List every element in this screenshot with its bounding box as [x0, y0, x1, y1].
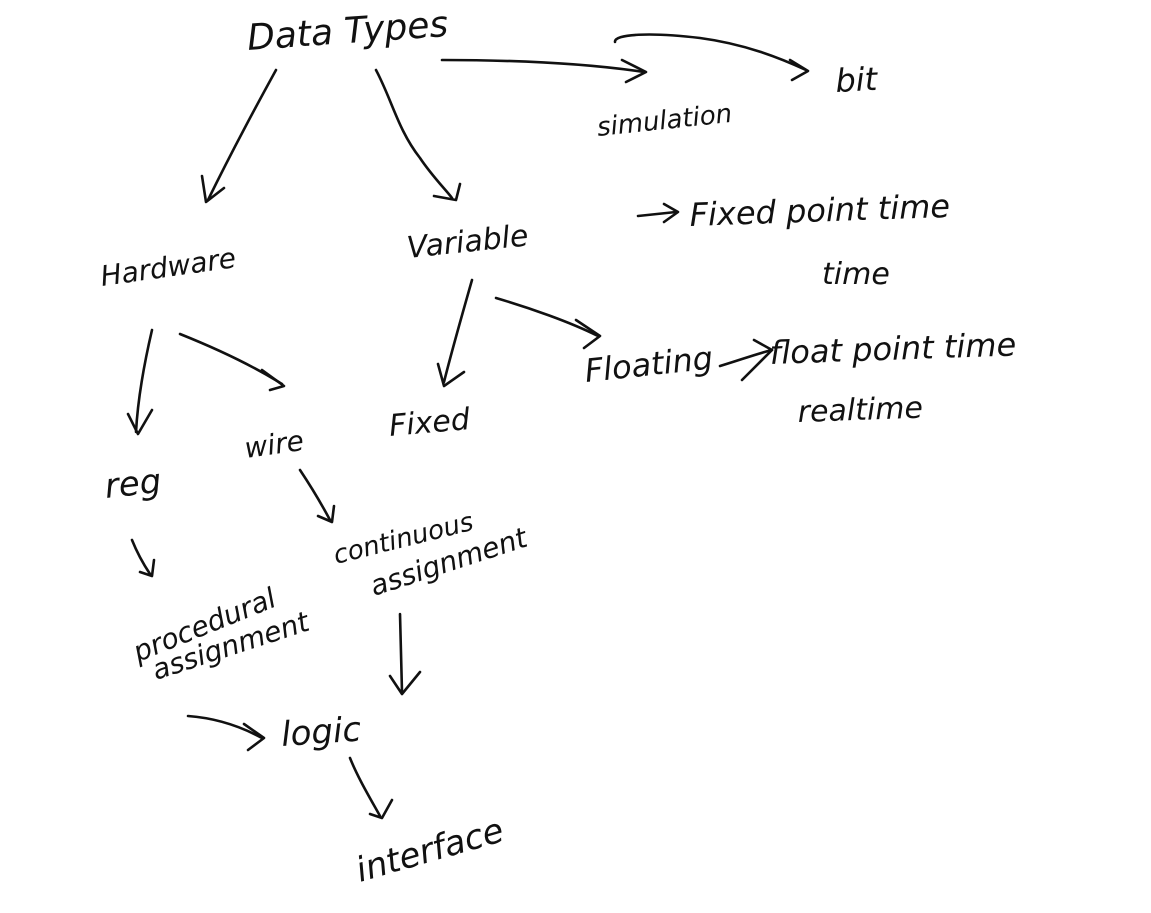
arrowhead-bit — [788, 58, 810, 82]
edge-simulation-bit — [613, 33, 808, 72]
arrowhead-continuous — [316, 504, 336, 524]
arrowhead-interface — [368, 798, 394, 820]
arrowhead-procedural — [138, 558, 156, 578]
arrowhead-fixed — [436, 362, 466, 388]
arrowhead-floating — [574, 318, 602, 350]
node-simulation: simulation — [596, 99, 734, 143]
node-interface: interface — [351, 810, 508, 890]
edge-wire-continuous — [298, 468, 332, 522]
edge-continuous-logic — [398, 612, 404, 694]
arrowhead-floatpointtime — [740, 338, 774, 382]
node-time: time — [822, 257, 890, 292]
node-fixed: Fixed — [388, 402, 473, 444]
node-fixed-point-time: Fixed point time — [689, 187, 951, 234]
edge-datatypes-simulation — [440, 58, 646, 74]
node-variable: Variable — [405, 218, 530, 266]
arrowhead-variable — [432, 182, 462, 202]
node-bit: bit — [834, 60, 879, 100]
arrowhead-wire — [260, 368, 286, 392]
edge-datatypes-variable — [374, 68, 454, 200]
edge-variable-fixed — [442, 278, 474, 384]
node-data-types: Data Types — [246, 4, 450, 59]
edge-floating-floatpointtime — [718, 348, 774, 368]
node-logic: logic — [280, 709, 363, 755]
node-realtime: realtime — [797, 391, 923, 430]
edge-datatypes-hardware — [206, 68, 278, 202]
arrowhead-logic-from-continuous — [388, 670, 422, 696]
node-hardware: Hardware — [98, 241, 238, 293]
node-wire: wire — [242, 424, 305, 465]
edge-variable-floating — [494, 296, 600, 338]
arrowhead-hardware — [200, 174, 226, 204]
edge-variable-fixedpointtime — [636, 210, 678, 218]
edge-procedural-logic — [186, 714, 264, 740]
edge-hardware-reg — [134, 328, 154, 434]
node-reg: reg — [103, 461, 163, 507]
diagram-edges — [126, 33, 810, 820]
edge-reg-procedural — [130, 538, 152, 576]
arrowhead-logic-from-procedural — [242, 722, 266, 752]
node-float-point-time: float point time — [769, 325, 1017, 372]
edge-logic-interface — [348, 756, 382, 818]
node-floating: Floating — [583, 339, 715, 390]
arrowhead-simulation — [620, 58, 648, 84]
arrowhead-reg — [126, 408, 154, 436]
edge-hardware-wire — [178, 332, 284, 386]
arrowhead-fixedpointtime — [662, 202, 680, 224]
diagram-nodes: Data Types simulation bit Hardware Varia… — [98, 4, 1016, 891]
